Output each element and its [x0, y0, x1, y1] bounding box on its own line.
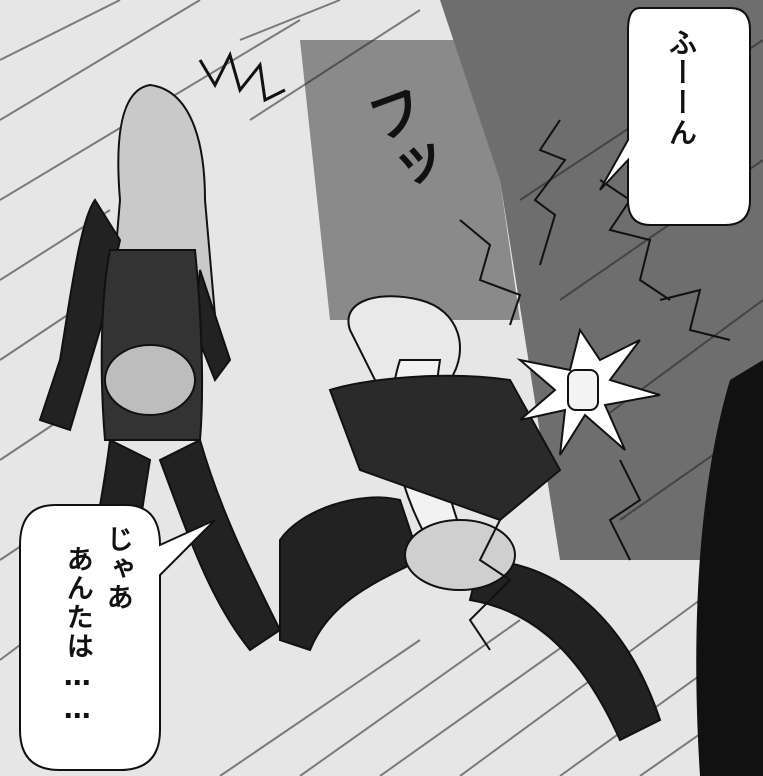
electric-fist	[516, 327, 661, 456]
bubble-text-top-right: ふーーん	[665, 28, 698, 148]
bubble-text-bottom-left-line1: じゃあ	[101, 525, 133, 612]
background-building	[300, 40, 520, 320]
speech-bubble-bottom-left	[19, 504, 216, 771]
kneeling-girl-figure	[279, 295, 662, 742]
lightning-bolts	[459, 119, 731, 651]
bubble-text-bottom-left-line2: あんたは……	[61, 545, 93, 727]
speech-bubble-top-right	[599, 7, 751, 226]
surprise-mark	[198, 50, 286, 103]
dark-foreground-figure	[696, 360, 763, 776]
